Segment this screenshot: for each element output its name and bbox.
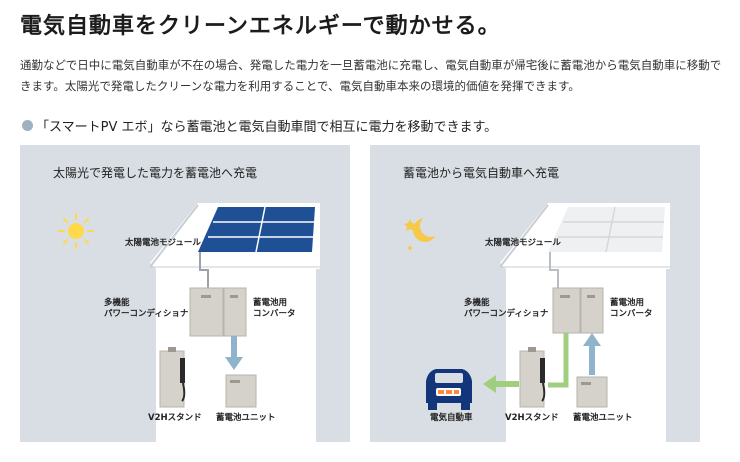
- panel-battery-to-ev: 蓄電池から電気自動車へ充電: [370, 145, 700, 442]
- label-v2h-stand: V2Hスタンド: [505, 413, 559, 423]
- bullet-note: 「スマートPV エボ」なら蓄電池と電気自動車間で相互に電力を移動できます。: [22, 116, 497, 135]
- label-battery-converter: 蓄電池用 コンバータ: [610, 298, 653, 319]
- label-power-conditioner: 多機能 パワーコンディショナ: [104, 298, 189, 319]
- star-icon: [404, 219, 416, 231]
- label-power-conditioner: 多機能 パワーコンディショナ: [464, 298, 549, 319]
- arrow-left-icon: [483, 375, 519, 393]
- battery-unit-icon: [225, 374, 257, 408]
- label-solar-module: 太陽電池モジュール: [125, 238, 201, 248]
- label-electric-car: 電気自動車: [430, 413, 473, 423]
- battery-converter-icon: [223, 287, 247, 337]
- label-battery-converter: 蓄電池用 コンバータ: [253, 298, 296, 319]
- power-conditioner-icon: [552, 287, 581, 334]
- power-conditioner-icon: [189, 287, 224, 337]
- battery-unit-icon: [576, 376, 608, 408]
- electric-car-icon: [426, 369, 472, 410]
- panel-title: 太陽光で発電した電力を蓄電池へ充電: [53, 166, 258, 180]
- page-description: 通勤などで日中に電気自動車が不在の場合、発電した電力を一旦蓄電池に充電し、電気自…: [20, 58, 722, 93]
- label-v2h-stand: V2Hスタンド: [148, 413, 202, 423]
- moon-icon: [413, 215, 442, 242]
- arrow-up-icon: [583, 333, 601, 375]
- label-battery-unit: 蓄電池ユニット: [216, 413, 276, 423]
- arrow-down-icon: [225, 336, 243, 370]
- star-icon: [407, 245, 413, 251]
- label-battery-unit: 蓄電池ユニット: [573, 413, 633, 423]
- sun-icon: [58, 213, 94, 249]
- v2h-stand-icon: [519, 347, 546, 408]
- label-solar-module: 太陽電池モジュール: [485, 238, 561, 248]
- solar-panel-icon: [548, 206, 665, 253]
- v2h-stand-icon: [159, 347, 186, 408]
- solar-panel-icon: [198, 206, 315, 253]
- battery-converter-icon: [580, 287, 604, 334]
- bullet-text: 「スマートPV エボ」なら蓄電池と電気自動車間で相互に電力を移動できます。: [36, 120, 498, 135]
- panel-solar-to-battery: 太陽光で発電した電力を蓄電池へ充電: [20, 145, 350, 442]
- diagram-solar-to-battery: [58, 203, 320, 442]
- panel-title: 蓄電池から電気自動車へ充電: [403, 166, 560, 180]
- diagram-battery-to-ev: [404, 203, 670, 442]
- bullet-dot-icon: [22, 120, 33, 131]
- page-title: 電気自動車をクリーンエネルギーで動かせる。: [20, 14, 501, 39]
